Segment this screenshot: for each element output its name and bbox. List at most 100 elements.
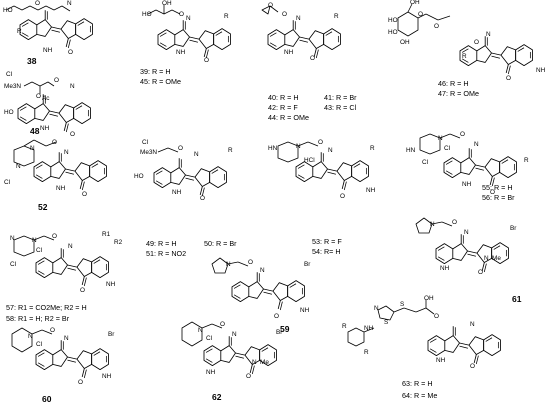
atom-label: O xyxy=(340,193,345,200)
atom-label: O xyxy=(204,57,209,64)
atom-label: HO xyxy=(134,173,144,180)
atom-label: S xyxy=(400,301,404,308)
atom-label: NH xyxy=(364,325,374,332)
atom-label: O xyxy=(282,11,287,18)
atom-label: O xyxy=(452,219,457,226)
atom-label: O xyxy=(268,2,273,9)
compound-59: N O N Br NH O 59 xyxy=(211,257,311,334)
compound-61: N O N Br NH N Me O 61 xyxy=(415,217,522,304)
atom-label: O xyxy=(318,139,323,146)
atom-label: Cl xyxy=(6,71,12,78)
compound-label: 64: R = Me xyxy=(402,391,437,400)
atom-label: N xyxy=(260,267,265,274)
atom-label: O xyxy=(490,189,495,196)
atom-label: NH xyxy=(102,373,112,380)
atom-label: NH xyxy=(284,49,294,56)
atom-label: HN xyxy=(268,145,278,152)
atom-label: O xyxy=(434,23,439,30)
atom-label: N xyxy=(474,141,479,148)
atom-label: O xyxy=(220,321,225,328)
atom-label: N xyxy=(438,135,443,142)
atom-label: N xyxy=(296,143,301,150)
atom-label: HO xyxy=(4,109,14,116)
atom-label: N xyxy=(194,151,199,158)
atom-label: Cl xyxy=(10,261,16,268)
compound-label: 57: R1 = CO2Me; R2 = H xyxy=(6,303,87,312)
atom-label: Br xyxy=(510,225,517,232)
atom-label: R xyxy=(334,13,339,20)
atom-label: N xyxy=(198,327,203,334)
compound-55: HN N Cl Cl O N R NH O 55: R = H 56: R = … xyxy=(406,131,529,202)
atom-label: O xyxy=(274,313,279,320)
atom-label: NH xyxy=(40,125,50,132)
atom-label: R1 xyxy=(102,231,111,238)
compound-label: 63: R = H xyxy=(402,379,433,388)
atom-label: N xyxy=(70,83,75,90)
atom-label: O xyxy=(506,75,511,82)
atom-label: N xyxy=(486,31,491,38)
atom-label: R xyxy=(524,157,529,164)
atom-label: NH xyxy=(176,49,186,56)
compound-number: 59 xyxy=(280,324,290,334)
compound-label: 49: R = H xyxy=(146,239,177,248)
compound-53: HN N HCl O N R NH O 53: R = F 54: R= H xyxy=(268,139,376,256)
compound-label: 47: R = OMe xyxy=(438,89,479,98)
atom-label: N xyxy=(32,237,37,244)
compound-63: N S S OH O NH R R N NH O 63: R = H 64: R… xyxy=(342,295,501,400)
atom-label: O xyxy=(418,11,423,18)
atom-label: O xyxy=(80,287,85,294)
atom-label: NH xyxy=(300,307,310,314)
atom-label: Cl xyxy=(444,145,450,152)
atom-label: HN xyxy=(406,147,416,154)
atom-label: NH xyxy=(436,357,446,364)
compound-number: 38 xyxy=(27,56,37,66)
atom-label: NH xyxy=(366,187,376,194)
compound-49: Cl Me3N O N HO R NH O 49: R = H 51: R = … xyxy=(134,139,237,258)
atom-label: N xyxy=(30,145,35,152)
atom-label: Br xyxy=(304,261,311,268)
atom-label: O xyxy=(52,233,57,240)
atom-label: NH xyxy=(206,369,216,376)
compound-39: HO OH O N R NH O 39: R = H 45: R = OMe xyxy=(140,0,231,86)
compound-label: 41: R = Br xyxy=(324,93,357,102)
compound-label: 45: R = OMe xyxy=(140,77,181,86)
atom-label: HCl xyxy=(304,157,315,164)
atom-label: OH xyxy=(424,295,434,302)
atom-label: N xyxy=(16,163,21,170)
compound-label: 58: R1 = H; R2 = Br xyxy=(6,314,70,323)
compound-number: 62 xyxy=(212,392,222,402)
compound-60: N Cl O N Br NH O 60 xyxy=(11,327,115,404)
atom-label: N xyxy=(232,331,237,338)
compound-label: 44: R = OMe xyxy=(268,113,309,122)
atom-label: O xyxy=(68,49,73,56)
atom-label: R2 xyxy=(114,239,123,246)
compound-57: N N Cl Cl O N R1 R2 NH O 57: R1 = CO2Me;… xyxy=(6,231,123,323)
compound-label: 53: R = F xyxy=(312,237,342,246)
atom-label: S xyxy=(384,319,388,326)
atom-label: N xyxy=(328,147,333,154)
atom-label: Br xyxy=(276,329,283,336)
atom-label: R xyxy=(342,323,347,330)
compound-label: 56: R = Br xyxy=(482,193,515,202)
atom-label: O xyxy=(246,373,251,380)
atom-label: N xyxy=(226,261,231,268)
atom-label: O xyxy=(460,131,465,138)
atom-label: Cl xyxy=(422,159,428,166)
compound-label: 54: R= H xyxy=(312,247,341,256)
compound-label: 42: R = F xyxy=(268,103,298,112)
atom-label: O xyxy=(310,55,315,62)
atom-label: R xyxy=(364,349,369,356)
atom-label: O xyxy=(179,11,184,18)
atom-label: OH xyxy=(400,39,410,46)
compound-label: 50: R = Br xyxy=(204,239,237,248)
atom-label: O xyxy=(200,195,205,202)
compound-label: 55: R = H xyxy=(482,183,513,192)
atom-label: Cl xyxy=(36,247,42,254)
atom-label: N xyxy=(186,15,191,22)
atom-label: OH xyxy=(410,0,420,6)
atom-label: Br xyxy=(108,331,115,338)
atom-label: O xyxy=(178,145,183,152)
atom-label: Cl xyxy=(142,139,148,146)
atom-label: N xyxy=(64,149,69,156)
